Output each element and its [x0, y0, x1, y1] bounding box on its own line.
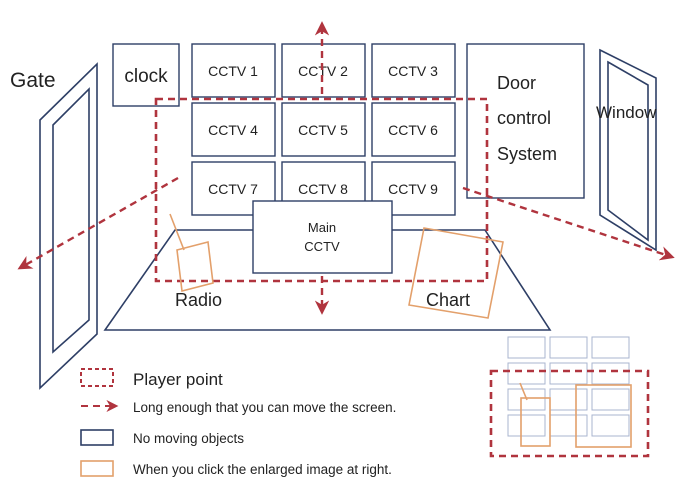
cctv-4 — [191, 102, 276, 157]
cctv-6 — [371, 102, 456, 157]
cctv-7-label: CCTV 7 — [208, 181, 258, 197]
window-inner — [607, 60, 649, 242]
door-label-1: Door — [497, 73, 536, 93]
window — [599, 48, 657, 252]
gate-inner — [52, 87, 90, 354]
door-label-2: control — [497, 108, 551, 128]
inset-cell — [591, 336, 630, 359]
legend: Player point Long enough that you can mo… — [80, 368, 396, 477]
cctv-grid: CCTV 1 CCTV 2 CCTV 3 CCTV 4 CCTV 5 CCTV … — [191, 43, 456, 216]
legend-player-swatch — [80, 368, 114, 387]
cctv-1 — [191, 43, 276, 98]
window-outer — [599, 48, 657, 252]
radio-outline — [176, 240, 214, 293]
legend-player-label: Player point — [133, 370, 223, 389]
inset-cell — [507, 336, 546, 359]
cctv-6-label: CCTV 6 — [388, 122, 438, 138]
inset-player-region — [489, 369, 650, 458]
clock-box — [112, 43, 180, 107]
cctv-5-label: CCTV 5 — [298, 122, 348, 138]
gate — [39, 62, 98, 390]
chart-object[interactable] — [408, 227, 504, 319]
cctv-2 — [281, 43, 366, 98]
inset-cell — [549, 362, 588, 385]
inset-radio — [520, 397, 551, 447]
gate-outer — [39, 62, 98, 390]
main-cctv-label-1: Main — [308, 220, 336, 235]
inset-cell — [507, 362, 546, 385]
door-label-3: System — [497, 144, 557, 164]
legend-arrow-label: Long enough that you can move the screen… — [133, 400, 396, 415]
gate-label: Gate — [10, 69, 56, 92]
main-cctv-label-2: CCTV — [304, 239, 340, 254]
legend-clickable-label: When you click the enlarged image at rig… — [133, 462, 392, 477]
legend-clickable-swatch — [80, 460, 114, 477]
cctv-1-label: CCTV 1 — [208, 63, 258, 79]
inset-cell — [591, 388, 630, 411]
cctv-3-label: CCTV 3 — [388, 63, 438, 79]
legend-static-swatch — [80, 429, 114, 446]
arrow-left — [17, 176, 179, 270]
radio-antenna — [169, 213, 185, 251]
cctv-9-label: CCTV 9 — [388, 181, 438, 197]
cctv-4-label: CCTV 4 — [208, 122, 258, 138]
window-label: Window — [596, 103, 657, 122]
cctv-3 — [371, 43, 456, 98]
radio-label: Radio — [175, 290, 222, 310]
inset-cell — [591, 414, 630, 437]
main-cctv-box — [252, 200, 393, 274]
radio-object[interactable] — [169, 213, 214, 293]
cctv-8-label: CCTV 8 — [298, 181, 348, 197]
chart-label: Chart — [426, 290, 470, 310]
cctv-5 — [281, 102, 366, 157]
chart-outline — [408, 227, 504, 319]
inset-cell — [549, 336, 588, 359]
clock-label: clock — [124, 66, 168, 87]
arrow-right — [462, 186, 675, 261]
cctv-2-label: CCTV 2 — [298, 63, 348, 79]
legend-static-label: No moving objects — [133, 431, 244, 446]
inset-radio-antenna — [519, 382, 528, 401]
inset-enlarged-view — [489, 336, 650, 458]
inset-cell — [549, 388, 588, 411]
inset-chart — [575, 384, 632, 448]
inset-cell — [549, 414, 588, 437]
inset-cell — [591, 362, 630, 385]
inset-cell — [507, 414, 546, 437]
